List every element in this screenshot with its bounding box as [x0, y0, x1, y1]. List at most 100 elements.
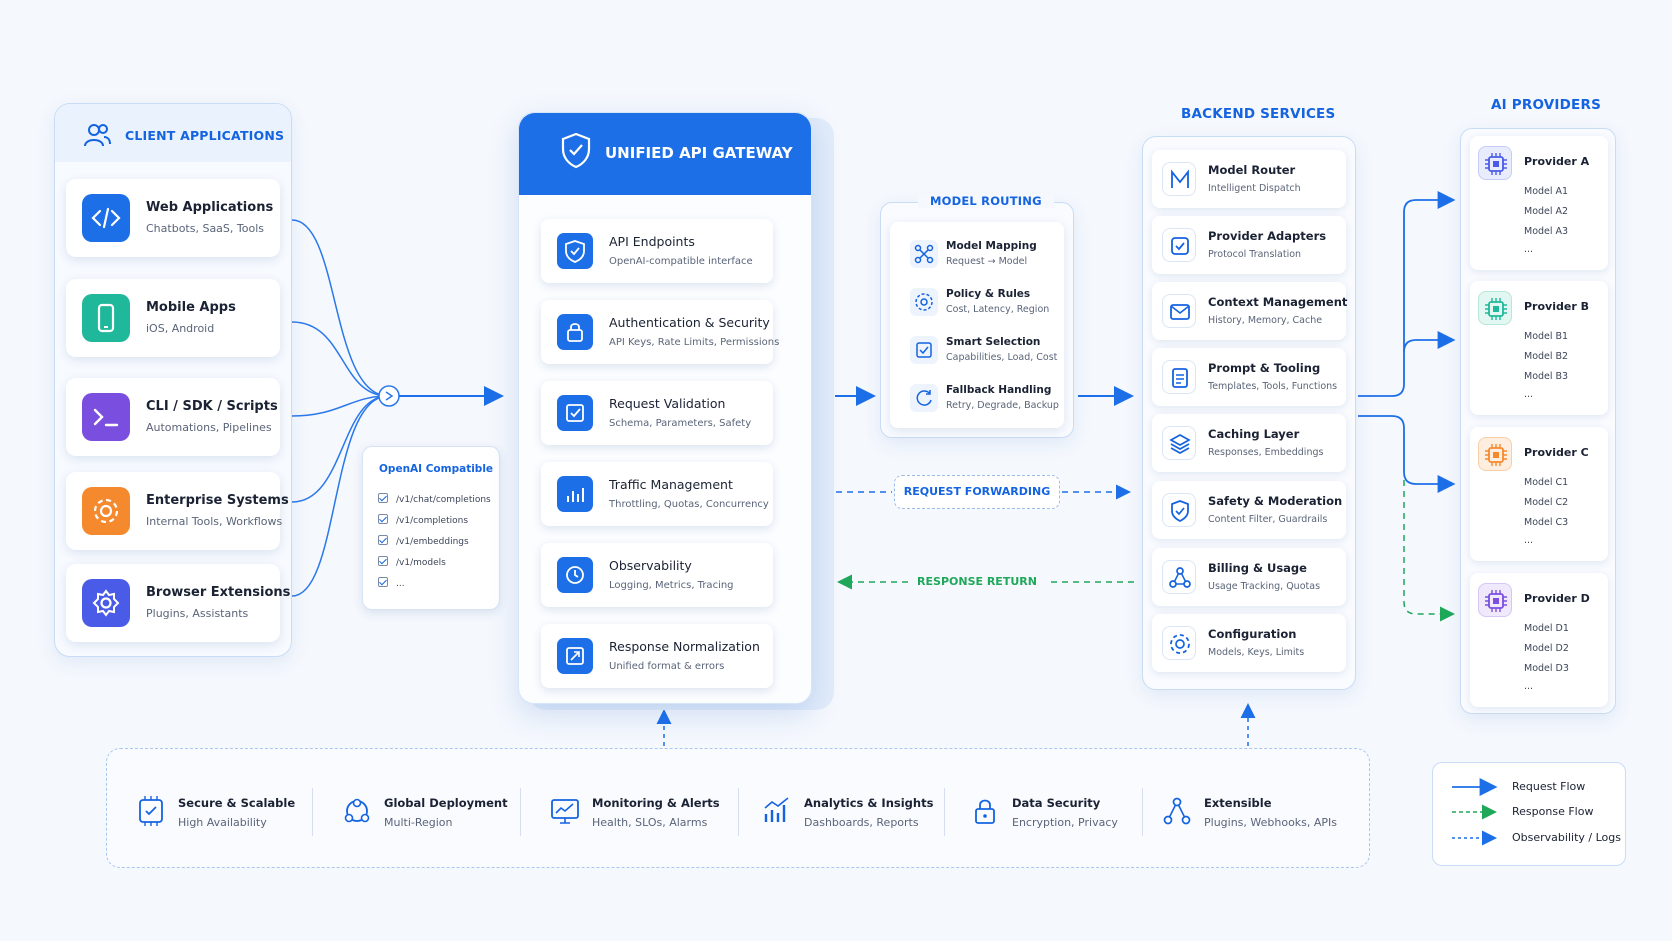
gateway-item-title: API Endpoints — [609, 234, 695, 249]
backend-item-prompt[interactable]: Prompt & Tooling Templates, Tools, Funct… — [1152, 348, 1346, 406]
gateway-item-title: Request Validation — [609, 396, 726, 411]
provider-model: Model D3 — [1524, 663, 1569, 674]
client-subtitle: Chatbots, SaaS, Tools — [146, 222, 264, 235]
gateway-item-api-endpoints[interactable]: API Endpoints OpenAI-compatible interfac… — [541, 219, 773, 283]
feature-title: Extensible — [1204, 796, 1272, 810]
gateway-title: UNIFIED API GATEWAY — [605, 144, 793, 162]
monitor-icon — [548, 794, 582, 828]
gateway-item-validation[interactable]: Request Validation Schema, Parameters, S… — [541, 381, 773, 445]
mobile-icon — [82, 294, 130, 342]
context-icon — [1162, 294, 1196, 328]
provider-card-a[interactable]: Provider A Model A1 Model A2 Model A3 ..… — [1470, 136, 1608, 270]
backend-item-model-router[interactable]: Model Router Intelligent Dispatch — [1152, 150, 1346, 208]
endpoint-row: /v1/models — [378, 556, 446, 568]
backend-item-configuration[interactable]: Configuration Models, Keys, Limits — [1152, 614, 1346, 672]
provider-model: Model B2 — [1524, 351, 1569, 362]
shield-check-icon — [557, 233, 593, 269]
routing-item-subtitle: Retry, Degrade, Backup — [946, 400, 1059, 411]
provider-model: Model C2 — [1524, 497, 1569, 508]
gateway-item-title: Traffic Management — [609, 477, 733, 492]
client-subtitle: Internal Tools, Workflows — [146, 515, 283, 528]
routing-item-title: Fallback Handling — [946, 384, 1052, 396]
terminal-icon — [82, 393, 130, 441]
client-card-enterprise[interactable]: Enterprise Systems Internal Tools, Workf… — [66, 472, 289, 550]
backend-item-caching[interactable]: Caching Layer Responses, Embeddings — [1152, 414, 1346, 472]
shield-icon — [1162, 493, 1196, 527]
lock-icon — [557, 314, 593, 350]
gateway-item-subtitle: Unified format & errors — [609, 661, 725, 672]
backend-item-subtitle: Models, Keys, Limits — [1208, 647, 1305, 658]
adapter-icon — [1162, 228, 1196, 262]
backend-services-title: BACKEND SERVICES — [1181, 106, 1336, 122]
checkbox-icon — [378, 535, 388, 545]
feature-subtitle: High Availability — [178, 816, 267, 829]
checkbox-icon — [378, 514, 388, 524]
provider-card-d[interactable]: Provider D Model D1 Model D2 Model D3 ..… — [1470, 573, 1608, 707]
client-card-cli[interactable]: CLI / SDK / Scripts Automations, Pipelin… — [66, 378, 280, 456]
backend-item-safety[interactable]: Safety & Moderation Content Filter, Guar… — [1152, 481, 1346, 539]
gateway-item-traffic[interactable]: Traffic Management Throttling, Quotas, C… — [541, 462, 773, 526]
endpoint-label: ... — [396, 579, 405, 589]
gateway-item-title: Response Normalization — [609, 639, 760, 654]
client-title: CLI / SDK / Scripts — [146, 399, 278, 414]
client-card-browser[interactable]: Browser Extensions Plugins, Assistants — [66, 564, 290, 642]
gateway-item-observability[interactable]: Observability Logging, Metrics, Tracing — [541, 543, 773, 607]
feature-title: Global Deployment — [384, 796, 508, 810]
provider-model: Model D1 — [1524, 623, 1569, 634]
endpoint-row: /v1/embeddings — [378, 535, 469, 547]
feature-divider — [312, 788, 313, 836]
client-card-mobile[interactable]: Mobile Apps iOS, Android — [66, 279, 280, 357]
backend-item-title: Configuration — [1208, 627, 1297, 641]
provider-title: Provider A — [1524, 155, 1590, 168]
backend-item-subtitle: Protocol Translation — [1208, 249, 1302, 260]
client-title: Mobile Apps — [146, 300, 236, 315]
provider-model: Model A1 — [1524, 186, 1569, 197]
routing-item-mapping[interactable]: Model Mapping Request → Model — [890, 236, 1064, 280]
chip-icon — [1478, 146, 1512, 180]
routing-item-selection[interactable]: Smart Selection Capabilities, Load, Cost — [890, 332, 1064, 376]
checkbox-icon — [378, 577, 388, 587]
provider-card-c[interactable]: Provider C Model C1 Model C2 Model C3 ..… — [1470, 427, 1608, 561]
client-subtitle: iOS, Android — [146, 322, 215, 335]
chip-check-icon — [134, 794, 168, 828]
routing-item-fallback[interactable]: Fallback Handling Retry, Degrade, Backup — [890, 380, 1064, 424]
feature-divider — [1142, 788, 1143, 836]
selection-icon — [910, 336, 938, 364]
backend-item-subtitle: Responses, Embeddings — [1208, 447, 1324, 458]
gateway-item-auth[interactable]: Authentication & Security API Keys, Rate… — [541, 300, 779, 364]
endpoint-label: /v1/chat/completions — [396, 495, 491, 505]
gateway-item-normalization[interactable]: Response Normalization Unified format & … — [541, 624, 773, 688]
endpoint-label: /v1/models — [396, 558, 446, 568]
routing-item-policy[interactable]: Policy & Rules Cost, Latency, Region — [890, 284, 1064, 328]
backend-item-provider-adapters[interactable]: Provider Adapters Protocol Translation — [1152, 216, 1346, 274]
routing-item-subtitle: Capabilities, Load, Cost — [946, 352, 1058, 363]
clock-icon — [557, 557, 593, 593]
backend-item-subtitle: Intelligent Dispatch — [1208, 183, 1301, 194]
gateway-item-subtitle: Schema, Parameters, Safety — [609, 418, 752, 429]
response-return-label: RESPONSE RETURN — [917, 575, 1037, 588]
provider-model: Model B1 — [1524, 331, 1569, 342]
ai-providers-title: AI PROVIDERS — [1491, 97, 1601, 113]
client-subtitle: Plugins, Assistants — [146, 607, 249, 620]
backend-item-title: Context Management — [1208, 295, 1348, 309]
provider-model: ... — [1524, 389, 1534, 400]
retry-icon — [910, 384, 938, 412]
client-subtitle: Automations, Pipelines — [146, 421, 272, 434]
feature-subtitle: Plugins, Webhooks, APIs — [1204, 816, 1338, 829]
chip-icon — [1478, 583, 1512, 617]
backend-item-context[interactable]: Context Management History, Memory, Cach… — [1152, 282, 1348, 340]
provider-model: Model B3 — [1524, 371, 1569, 382]
provider-card-b[interactable]: Provider B Model B1 Model B2 Model B3 ..… — [1470, 281, 1608, 415]
client-title: Enterprise Systems — [146, 493, 289, 508]
backend-item-subtitle: History, Memory, Cache — [1208, 315, 1323, 326]
gateway-item-subtitle: OpenAI-compatible interface — [609, 256, 753, 267]
feature-subtitle: Dashboards, Reports — [804, 816, 919, 829]
provider-model: Model C3 — [1524, 517, 1569, 528]
client-header — [55, 104, 291, 162]
backend-item-billing[interactable]: Billing & Usage Usage Tracking, Quotas — [1152, 548, 1346, 606]
backend-item-subtitle: Content Filter, Guardrails — [1208, 514, 1328, 525]
client-card-web[interactable]: Web Applications Chatbots, SaaS, Tools — [66, 179, 280, 257]
provider-title: Provider C — [1524, 446, 1589, 459]
backend-item-subtitle: Usage Tracking, Quotas — [1208, 581, 1321, 592]
gateway-item-subtitle: Logging, Metrics, Tracing — [609, 580, 734, 591]
